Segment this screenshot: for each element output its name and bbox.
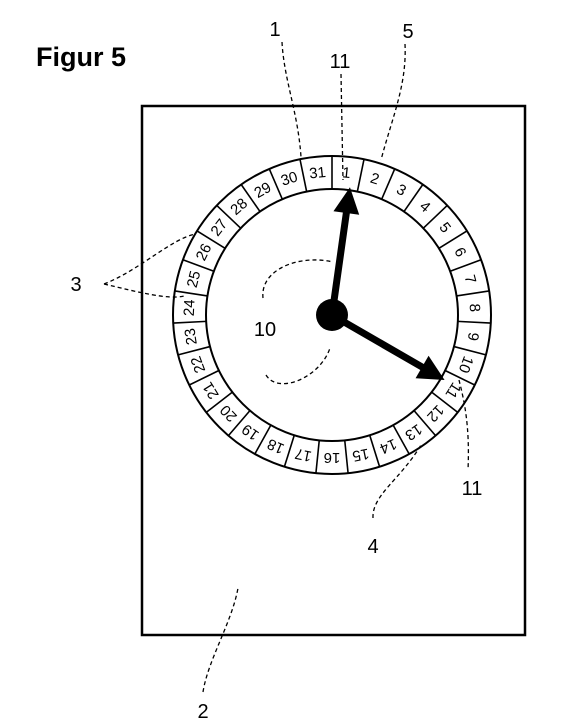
segment-divider [392,424,410,455]
leader-hand-right [458,379,470,471]
segment-divider [431,391,459,413]
day-number: 1 [341,164,351,182]
segment-divider [453,345,487,356]
ref-center: 10 [254,319,276,341]
segment-divider [315,440,321,474]
day-number: 11 [442,379,465,401]
segment-divider [444,369,476,386]
segment-divider [380,168,396,200]
day-number: 17 [293,445,313,465]
day-number: 29 [251,179,274,202]
day-number: 31 [308,164,326,183]
ref-hand-right: 11 [462,478,483,500]
day-number: 26 [193,241,216,263]
ref-marker: 5 [402,21,413,43]
ref-ring: 1 [269,19,280,41]
segment-divider [283,434,296,467]
day-number: 16 [324,449,341,466]
minute-hand [328,209,350,319]
day-number: 9 [464,331,482,342]
minute-hand-arrow-icon [333,187,360,215]
segment-divider [240,184,261,213]
segment-divider [343,440,349,474]
segment-divider [456,290,490,297]
segment-divider [356,159,365,192]
segment-divider [299,159,308,192]
day-number: 22 [188,354,210,376]
day-number: 8 [466,303,483,312]
segment-divider [227,410,251,437]
day-number: 14 [377,435,399,457]
segment-dividers [173,156,491,474]
segment-divider [268,168,284,200]
day-number: 24 [181,299,199,317]
hand-hub [316,299,348,331]
leader-lines [103,41,470,693]
ref-hand-top: 11 [330,51,351,73]
segment-divider [173,320,207,324]
segment-divider [177,345,211,356]
day-number: 19 [239,420,262,443]
day-number: 18 [265,435,287,457]
leader-center-upper [262,259,334,299]
day-number: 23 [181,327,200,346]
leader-marker [380,43,406,161]
segment-divider [182,259,215,272]
day-number: 27 [207,216,231,240]
leader-hand-top [340,73,344,181]
day-number: 7 [461,273,480,285]
leader-center-lower [265,347,331,385]
segment-divider [422,204,448,229]
day-number: 30 [279,168,300,189]
day-number: 10 [455,354,477,376]
segment-divider [205,391,233,413]
segment-divider [196,230,226,250]
day-number: 21 [199,379,222,402]
hour-hand [328,311,426,371]
figure-title: Figur 5 [36,42,126,72]
ref-spacing: 3 [70,274,81,296]
leader-spacing-upper [103,233,197,285]
day-number: 13 [402,420,425,443]
leader-spacing-lower [103,283,185,298]
day-number: 15 [351,445,371,465]
segment-divider [457,320,491,324]
device-housing [140,104,527,637]
hour-hand-arrow-icon [415,355,445,380]
segment-divider [449,259,482,272]
segment-divider [254,424,272,455]
leader-segment [372,444,422,519]
leader-ring [281,41,302,158]
leader-housing [202,587,239,693]
segment-divider [403,184,424,213]
segment-divider [413,410,437,437]
segment-divider [216,204,242,229]
segment-divider [174,290,208,297]
clock-hands [316,187,445,380]
ref-segment: 4 [367,536,378,558]
segment-divider [368,434,381,467]
ref-housing: 2 [197,701,208,723]
day-number: 25 [184,269,205,289]
segment-divider [438,230,468,250]
segment-divider [188,369,220,386]
